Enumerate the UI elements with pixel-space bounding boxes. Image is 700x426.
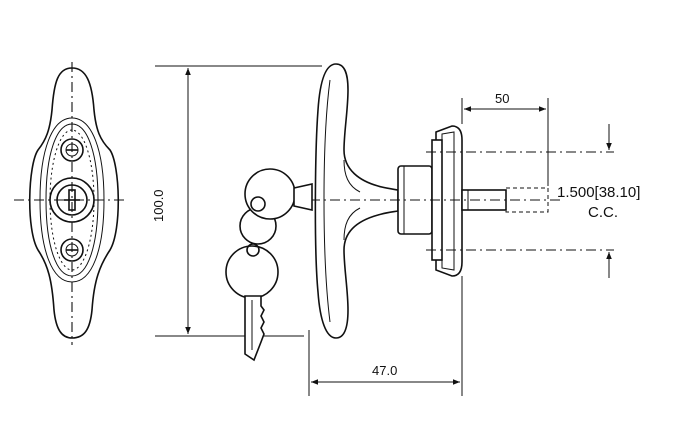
keys: [225, 168, 313, 362]
key-head-2: [225, 245, 279, 299]
screw-bottom: [60, 238, 84, 262]
depth-dimension: [308, 276, 463, 396]
handle-grip-side: [314, 63, 399, 339]
height-dimension: [155, 65, 322, 337]
height-label: 100.0: [151, 189, 166, 222]
center-dimension: [426, 124, 614, 278]
front-view: [14, 62, 128, 345]
center-label: 1.500[38.10]: [557, 184, 641, 201]
center-note-label: C.C.: [588, 204, 618, 221]
screw-top: [60, 138, 84, 162]
side-view: [290, 63, 560, 339]
depth-label: 47.0: [372, 363, 398, 378]
key-head-1: [244, 168, 296, 220]
shaft-label: 50: [495, 91, 510, 106]
key-blade: [244, 295, 265, 362]
shaft-dimension: [461, 98, 549, 186]
